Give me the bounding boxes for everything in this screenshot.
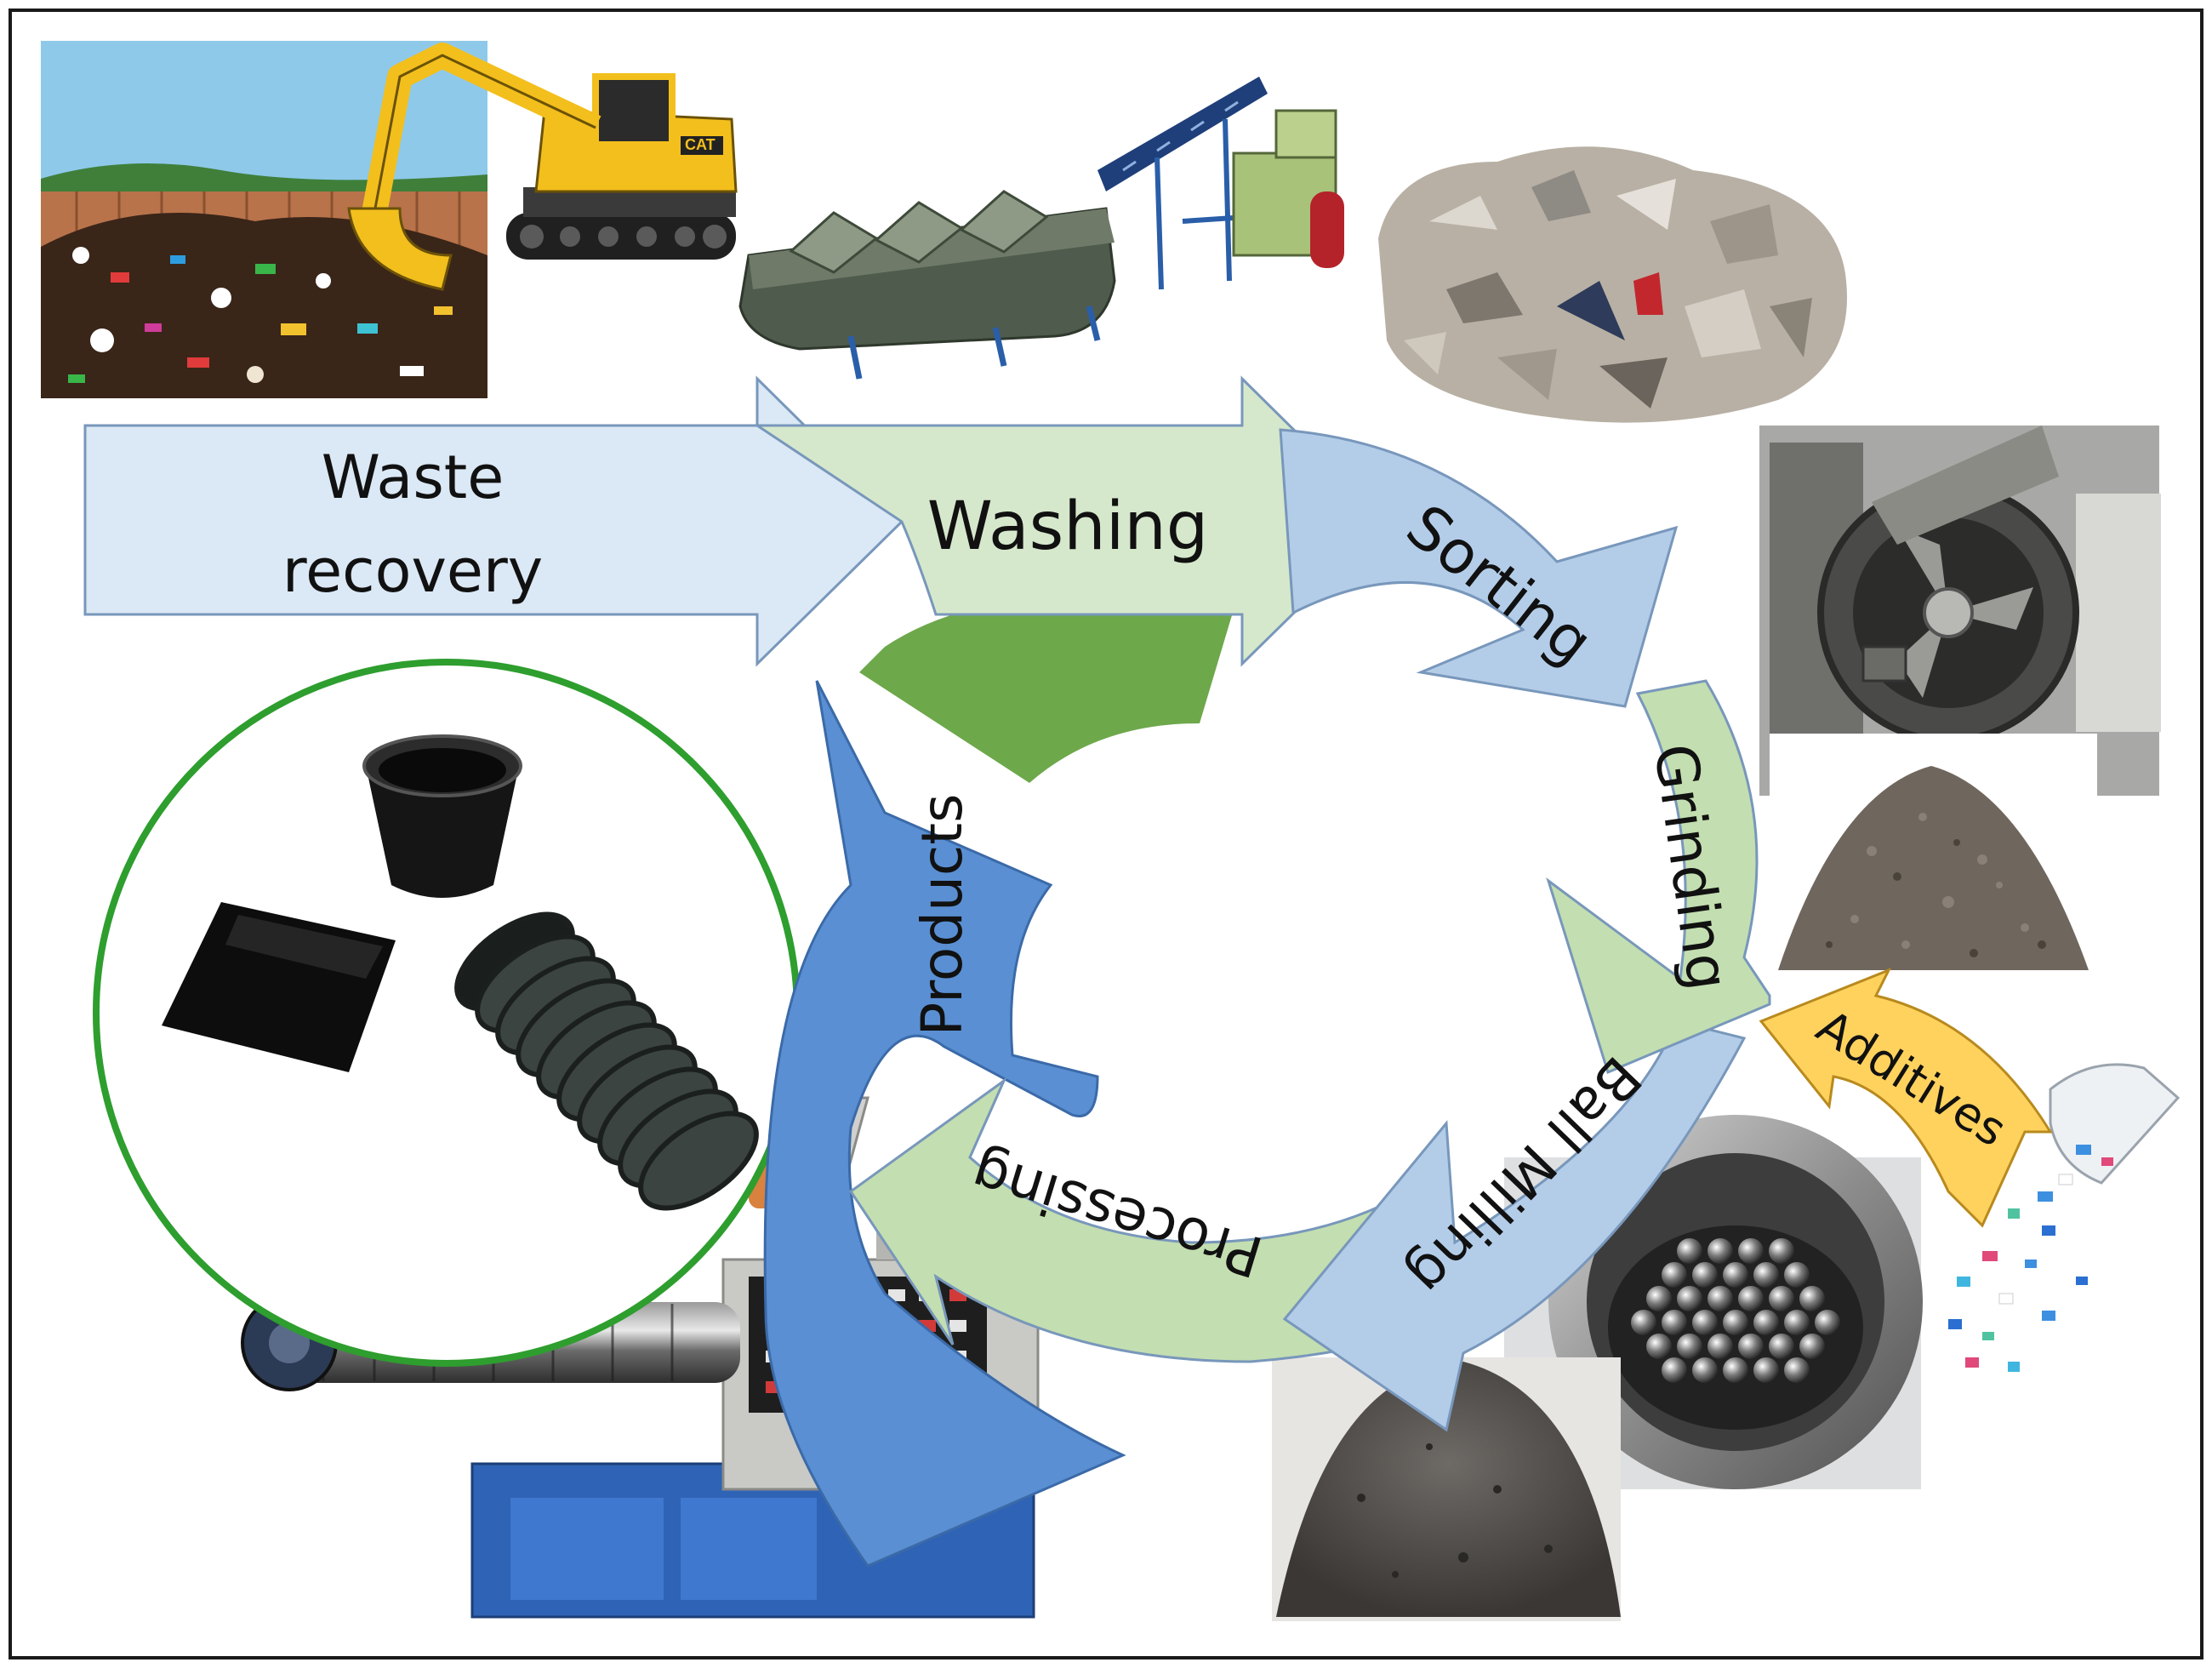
steel-ball — [1815, 1310, 1840, 1335]
steel-ball — [1631, 1310, 1656, 1335]
label-waste-recovery-line1: Waste — [322, 443, 505, 512]
steel-ball — [1753, 1262, 1779, 1288]
steel-ball — [1753, 1357, 1779, 1383]
plastic-flakes-illustration — [1378, 146, 1847, 423]
steel-ball — [1784, 1357, 1810, 1383]
steel-ball — [1707, 1238, 1733, 1264]
steel-ball — [1723, 1357, 1748, 1383]
washing-tank-illustration — [738, 77, 1344, 380]
steel-ball — [1723, 1310, 1748, 1335]
steel-ball — [1738, 1238, 1764, 1264]
steel-ball — [1784, 1310, 1810, 1335]
label-washing: Washing — [927, 488, 1209, 565]
sorting-arrow — [1279, 428, 1679, 708]
steel-ball — [1723, 1262, 1748, 1288]
steel-ball — [1707, 1334, 1733, 1359]
products-arrow — [763, 680, 1126, 1568]
landfill-excavator-illustration: CAT — [41, 41, 738, 398]
label-waste-recovery-line2: recovery — [282, 536, 543, 606]
control-panel-switch — [888, 1289, 905, 1301]
waste-recovery-arrow — [83, 375, 904, 667]
steel-ball — [1799, 1334, 1825, 1359]
pipe-corrugation — [638, 1111, 759, 1211]
steel-ball — [1662, 1310, 1687, 1335]
steel-ball — [1769, 1286, 1794, 1311]
steel-ball — [1646, 1286, 1672, 1311]
products-illustration — [93, 659, 801, 1367]
steel-ball — [1784, 1262, 1810, 1288]
steel-ball — [1769, 1334, 1794, 1359]
steel-ball — [1646, 1334, 1672, 1359]
label-products: Products — [909, 794, 975, 1037]
product-cup — [362, 734, 522, 898]
steel-ball — [1677, 1286, 1702, 1311]
ground-powder-illustration — [1770, 734, 2097, 993]
milled-powder-illustration — [1272, 1357, 1621, 1621]
steel-ball — [1738, 1286, 1764, 1311]
steel-ball — [1799, 1286, 1825, 1311]
steel-ball — [1692, 1310, 1718, 1335]
steel-ball — [1738, 1334, 1764, 1359]
inner-green-arrow — [859, 596, 1232, 783]
product-corrugated-pipe — [454, 911, 759, 1211]
control-panel-switch — [949, 1320, 966, 1332]
product-sheet — [162, 902, 396, 1072]
steel-ball — [1769, 1238, 1794, 1264]
steel-ball — [1692, 1262, 1718, 1288]
steel-ball — [1692, 1357, 1718, 1383]
process-arrows — [83, 375, 2053, 1568]
additive-pellets-illustration — [1948, 1063, 2181, 1372]
excavator-brand-label: CAT — [685, 136, 715, 153]
steel-ball — [1677, 1334, 1702, 1359]
steel-ball — [1753, 1310, 1779, 1335]
additives-arrow — [1759, 968, 2053, 1228]
ball-milling-arrow — [1282, 1020, 1747, 1432]
steel-ball — [1662, 1357, 1687, 1383]
steel-ball — [1662, 1262, 1687, 1288]
grinding-arrow — [1546, 679, 1771, 1075]
steel-balls — [1631, 1238, 1840, 1383]
steel-ball — [1677, 1238, 1702, 1264]
steel-ball — [1707, 1286, 1733, 1311]
